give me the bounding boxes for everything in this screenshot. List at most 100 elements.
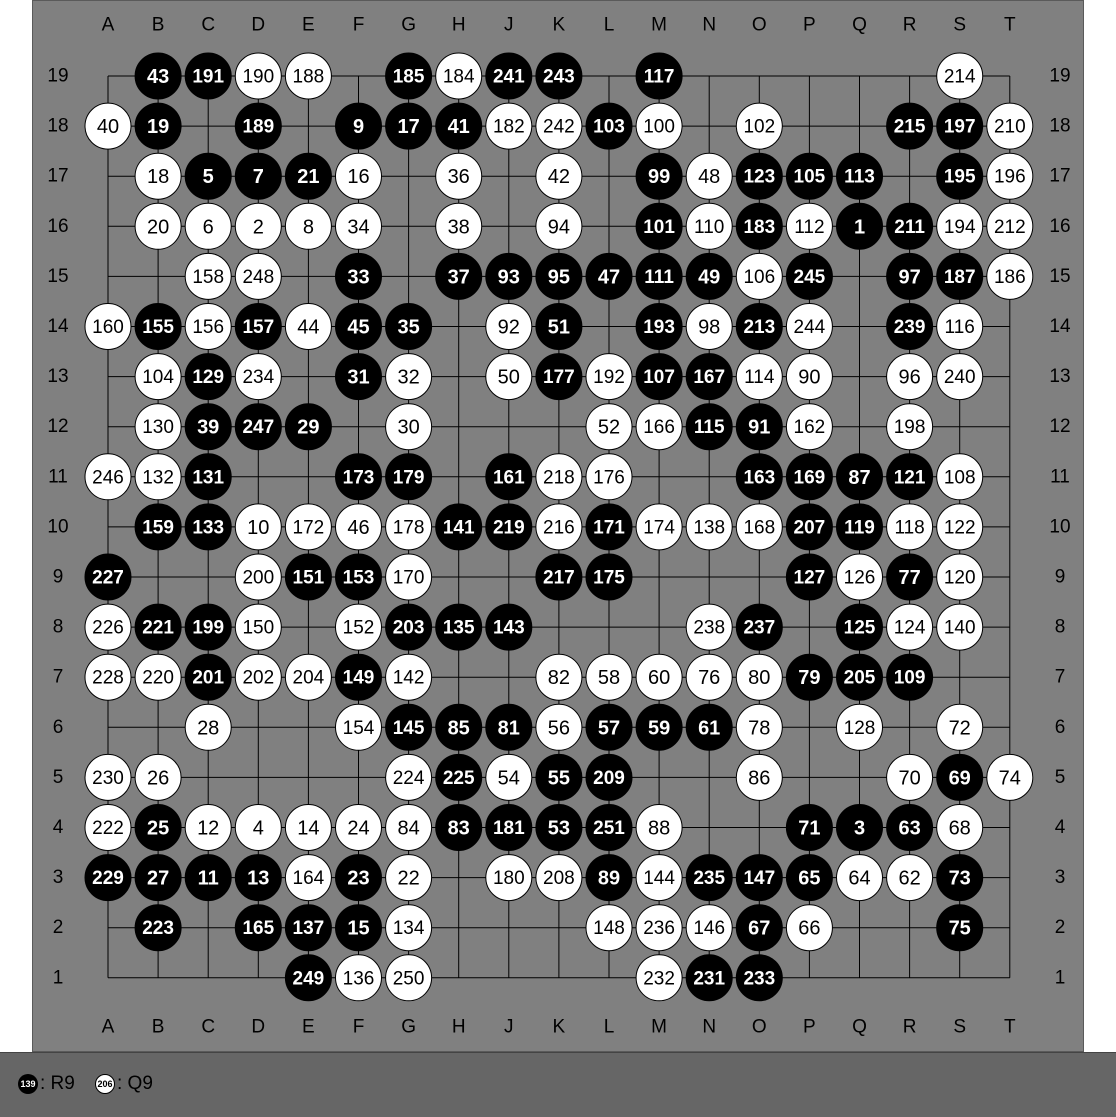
black-stone[interactable] <box>485 252 533 300</box>
white-stone[interactable] <box>936 603 984 651</box>
black-stone[interactable] <box>585 854 633 902</box>
white-stone[interactable] <box>284 503 332 551</box>
white-stone[interactable] <box>435 202 483 250</box>
white-stone[interactable] <box>234 202 282 250</box>
white-stone[interactable] <box>385 804 433 851</box>
black-stone[interactable] <box>535 804 583 851</box>
white-stone[interactable] <box>284 303 332 350</box>
black-stone[interactable] <box>735 603 783 651</box>
white-stone[interactable] <box>585 904 633 952</box>
white-stone[interactable] <box>585 403 633 451</box>
black-stone[interactable] <box>685 252 733 300</box>
white-stone[interactable] <box>886 503 934 551</box>
white-stone[interactable] <box>385 954 433 1002</box>
black-stone[interactable] <box>836 603 883 651</box>
white-stone[interactable] <box>735 753 783 801</box>
white-stone[interactable] <box>836 553 883 601</box>
black-stone[interactable] <box>184 603 232 651</box>
black-stone[interactable] <box>335 653 382 701</box>
white-stone[interactable] <box>635 954 683 1002</box>
white-stone[interactable] <box>134 403 182 451</box>
black-stone[interactable] <box>535 753 583 801</box>
black-stone[interactable] <box>785 503 833 551</box>
white-stone[interactable] <box>485 753 533 801</box>
black-stone[interactable] <box>535 252 583 300</box>
white-stone[interactable] <box>184 703 232 751</box>
white-stone[interactable] <box>535 453 583 501</box>
black-stone[interactable] <box>836 152 883 200</box>
black-stone[interactable] <box>735 453 783 501</box>
white-stone[interactable] <box>685 603 733 651</box>
black-stone[interactable] <box>485 503 533 551</box>
white-stone[interactable] <box>785 202 833 250</box>
white-stone[interactable] <box>986 152 1034 200</box>
white-stone[interactable] <box>936 303 984 350</box>
black-stone[interactable] <box>585 252 633 300</box>
black-stone[interactable] <box>435 503 483 551</box>
black-stone[interactable] <box>435 102 483 150</box>
black-stone[interactable] <box>936 854 984 902</box>
black-stone[interactable] <box>886 303 934 350</box>
white-stone[interactable] <box>936 804 984 851</box>
white-stone[interactable] <box>936 703 984 751</box>
white-stone[interactable] <box>84 603 132 651</box>
black-stone[interactable] <box>735 152 783 200</box>
white-stone[interactable] <box>635 403 683 451</box>
black-stone[interactable] <box>886 252 934 300</box>
black-stone[interactable] <box>335 252 382 300</box>
white-stone[interactable] <box>385 653 433 701</box>
white-stone[interactable] <box>936 553 984 601</box>
white-stone[interactable] <box>84 753 132 801</box>
white-stone[interactable] <box>535 152 583 200</box>
white-stone[interactable] <box>785 403 833 451</box>
white-stone[interactable] <box>735 102 783 150</box>
black-stone[interactable] <box>685 854 733 902</box>
white-stone[interactable] <box>284 854 332 902</box>
black-stone[interactable] <box>535 303 583 350</box>
black-stone[interactable] <box>785 453 833 501</box>
black-stone[interactable] <box>685 703 733 751</box>
white-stone[interactable] <box>936 353 984 401</box>
white-stone[interactable] <box>184 252 232 300</box>
white-stone[interactable] <box>335 954 382 1002</box>
black-stone[interactable] <box>635 252 683 300</box>
white-stone[interactable] <box>335 503 382 551</box>
black-stone[interactable] <box>485 453 533 501</box>
black-stone[interactable] <box>936 753 984 801</box>
black-stone[interactable] <box>886 553 934 601</box>
white-stone[interactable] <box>836 854 883 902</box>
white-stone[interactable] <box>335 804 382 851</box>
black-stone[interactable] <box>735 303 783 350</box>
black-stone[interactable] <box>184 854 232 902</box>
black-stone[interactable] <box>735 403 783 451</box>
white-stone[interactable] <box>385 553 433 601</box>
black-stone[interactable] <box>785 252 833 300</box>
white-stone[interactable] <box>234 353 282 401</box>
white-stone[interactable] <box>335 703 382 751</box>
black-stone[interactable] <box>234 403 282 451</box>
white-stone[interactable] <box>234 653 282 701</box>
white-stone[interactable] <box>485 854 533 902</box>
white-stone[interactable] <box>535 102 583 150</box>
white-stone[interactable] <box>585 453 633 501</box>
black-stone[interactable] <box>284 403 332 451</box>
white-stone[interactable] <box>435 52 483 100</box>
white-stone[interactable] <box>685 303 733 350</box>
black-stone[interactable] <box>735 202 783 250</box>
black-stone[interactable] <box>385 303 433 350</box>
white-stone[interactable] <box>635 904 683 952</box>
white-stone[interactable] <box>535 653 583 701</box>
black-stone[interactable] <box>785 553 833 601</box>
black-stone[interactable] <box>535 353 583 401</box>
white-stone[interactable] <box>585 653 633 701</box>
white-stone[interactable] <box>134 353 182 401</box>
black-stone[interactable] <box>184 453 232 501</box>
black-stone[interactable] <box>385 52 433 100</box>
white-stone[interactable] <box>134 453 182 501</box>
black-stone[interactable] <box>585 804 633 851</box>
black-stone[interactable] <box>936 252 984 300</box>
black-stone[interactable] <box>685 954 733 1002</box>
white-stone[interactable] <box>585 353 633 401</box>
black-stone[interactable] <box>234 102 282 150</box>
black-stone[interactable] <box>685 353 733 401</box>
